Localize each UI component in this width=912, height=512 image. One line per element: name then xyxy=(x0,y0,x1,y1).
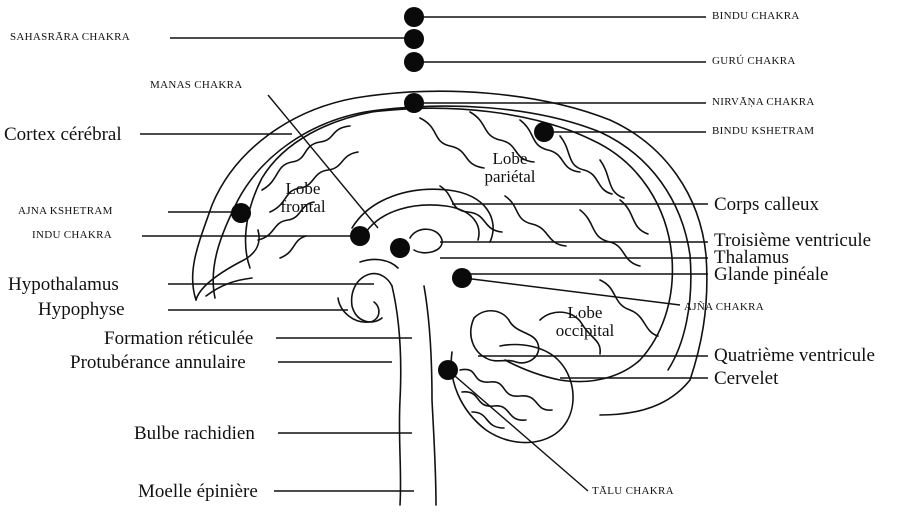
label-ajna-kshetram: AJNA KSHETRAM xyxy=(18,206,113,217)
label-sahasrara: SAHASRĀRA CHAKRA xyxy=(10,32,130,43)
lobe-parietal: Lobe pariétal xyxy=(470,150,550,186)
label-talu: TĀLU CHAKRA xyxy=(592,486,674,497)
bindu-chakra-dot xyxy=(404,7,424,27)
lobe-parietal-line1: Lobe xyxy=(470,150,550,168)
nirvana-chakra-dot xyxy=(404,93,424,113)
leader-talu xyxy=(448,370,588,491)
label-formation: Formation réticulée xyxy=(104,329,253,348)
cerebellum-outline xyxy=(451,345,573,443)
label-bindu-kshetram: BINDU KSHETRAM xyxy=(712,126,814,137)
label-nirvana-chakra: NIRVĀṆA CHAKRA xyxy=(712,97,815,108)
lobe-frontal: Lobe frontal xyxy=(268,180,338,216)
indu-chakra-dot xyxy=(350,226,370,246)
label-glande: Glande pinéale xyxy=(714,265,828,284)
lobe-parietal-line2: pariétal xyxy=(470,168,550,186)
lobe-frontal-line1: Lobe xyxy=(268,180,338,198)
label-cortex: Cortex cérébral xyxy=(4,125,122,144)
ventricle-shape xyxy=(410,229,442,253)
lobe-occipital-line2: occipital xyxy=(540,322,630,340)
corpus-callosum-shape xyxy=(352,189,493,242)
label-quatrieme: Quatrième ventricule xyxy=(714,346,875,365)
guru-chakra-dot xyxy=(404,52,424,72)
bindu-kshetram-dot xyxy=(534,122,554,142)
label-indu: INDU CHAKRA xyxy=(32,230,112,241)
label-hypothalamus: Hypothalamus xyxy=(8,275,119,294)
label-cervelet: Cervelet xyxy=(714,369,778,388)
label-guru-chakra: GURÚ CHAKRA xyxy=(712,56,796,67)
manas-chakra-dot xyxy=(390,238,410,258)
label-bulbe: Bulbe rachidien xyxy=(134,424,255,443)
talu-chakra-dot xyxy=(438,360,458,380)
ajna-kshetram-dot xyxy=(231,203,251,223)
label-corps-calleux: Corps calleux xyxy=(714,195,819,214)
brainstem-shape xyxy=(392,286,401,505)
sahasrara-dot xyxy=(404,29,424,49)
leader-ajna-chakra xyxy=(464,278,680,305)
label-ajna-chakra: AJÑA CHAKRA xyxy=(684,302,764,313)
label-moelle: Moelle épinière xyxy=(138,482,258,501)
lobe-occipital: Lobe occipital xyxy=(540,304,630,340)
lobe-frontal-line2: frontal xyxy=(268,198,338,216)
label-protuberance: Protubérance annulaire xyxy=(70,353,246,372)
label-bindu-chakra: BINDU CHAKRA xyxy=(712,11,800,22)
label-hypophyse: Hypophyse xyxy=(38,300,125,319)
lobe-occipital-line1: Lobe xyxy=(540,304,630,322)
label-manas: MANAS CHAKRA xyxy=(150,80,243,91)
ajna-chakra-dot xyxy=(452,268,472,288)
